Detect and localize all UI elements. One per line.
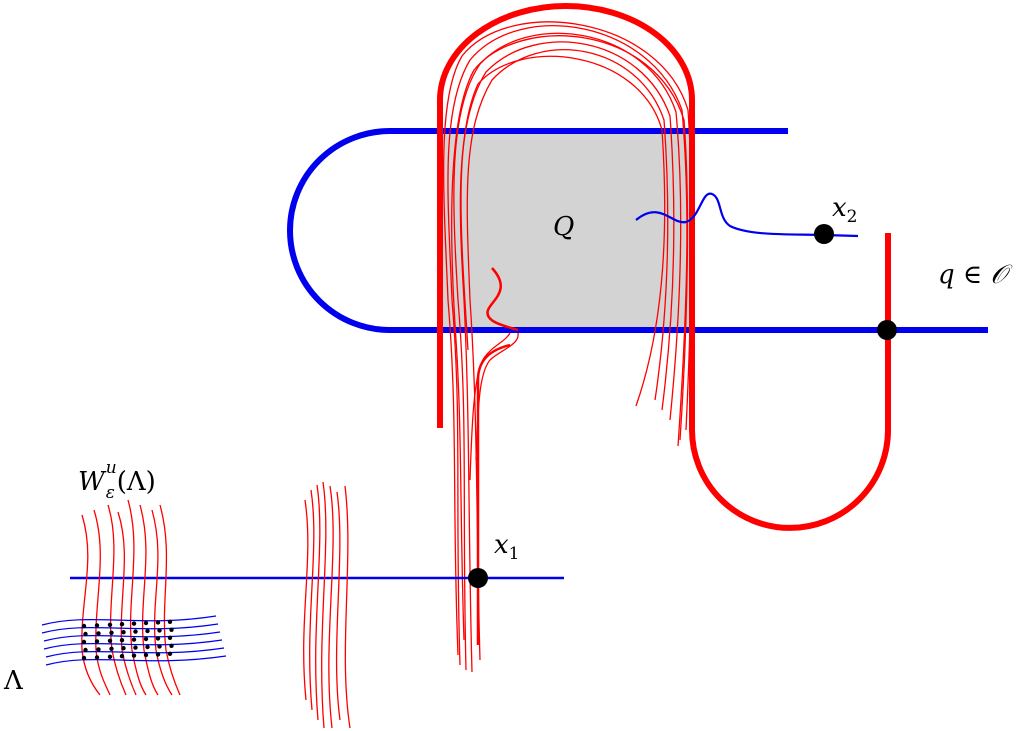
label-w-arg: (Λ) [116, 467, 156, 497]
lambda-grid-points [81, 619, 174, 661]
lambda-point [109, 646, 114, 651]
lambda-point [155, 652, 161, 657]
blue-horseshoe-arc [287, 128, 391, 333]
lambda-point [131, 621, 137, 626]
lambda-point [107, 654, 113, 659]
label-q-in-o-text: q ∈ 𝒪 [938, 260, 1007, 290]
lambda-point [157, 628, 162, 633]
red-lower-u [689, 233, 891, 531]
lambda-point [81, 655, 87, 661]
lambda-stable-fibers [41, 615, 227, 666]
point-q [877, 320, 897, 340]
lambda-point [133, 629, 138, 634]
label-x1: x1 [494, 532, 520, 563]
lambda-point [96, 631, 101, 636]
red-middle-bundle [303, 481, 351, 729]
label-w-base: W [78, 467, 105, 497]
lambda-point [169, 627, 174, 632]
label-x2-sub: 2 [846, 207, 858, 228]
point-x1 [468, 568, 488, 588]
label-x2: x2 [832, 195, 858, 226]
lambda-point [107, 638, 113, 643]
lambda-point [155, 636, 161, 641]
label-lambda: Λ [4, 668, 23, 694]
lambda-point [121, 646, 126, 651]
red-horseshoe-arch [437, 3, 695, 428]
label-w-sub: ε [105, 483, 115, 503]
lambda-point [131, 637, 137, 642]
lambda-point [119, 654, 125, 659]
lambda-point [83, 647, 88, 653]
lambda-point [119, 638, 125, 643]
lambda-point [96, 647, 101, 652]
lambda-point [107, 622, 113, 627]
lambda-point [94, 623, 100, 628]
lambda-point [169, 643, 174, 648]
lambda-point [143, 620, 149, 626]
label-q-region: Q [553, 214, 574, 240]
lambda-point [94, 639, 100, 644]
lambda-point [119, 622, 125, 627]
lambda-point [109, 630, 114, 635]
label-q-text: Q [553, 212, 575, 242]
lambda-point [143, 636, 149, 642]
lambda-point [81, 639, 87, 645]
lambda-point [133, 645, 138, 650]
lambda-point [145, 628, 150, 634]
unstable-manifold-fibers [81, 499, 181, 696]
lambda-point [131, 653, 137, 658]
label-w-sup: u [105, 458, 117, 478]
lambda-point [155, 620, 161, 625]
lambda-point [94, 655, 100, 660]
lambda-point [145, 644, 150, 650]
red-thin-fibers-arch [442, 21, 693, 673]
label-lambda-text: Λ [4, 666, 23, 696]
label-x2-base: x [832, 193, 847, 223]
lambda-point [81, 623, 87, 629]
label-x1-base: x [494, 530, 509, 560]
lambda-point [121, 630, 126, 635]
label-x1-sub: 1 [508, 544, 520, 565]
lambda-point [143, 652, 149, 658]
shaded-region-q [440, 131, 690, 330]
lambda-point [167, 635, 173, 640]
lambda-point [167, 619, 173, 624]
point-x2 [814, 224, 834, 244]
lambda-point [157, 644, 162, 649]
blue-curve-to-x2 [635, 192, 859, 238]
label-q-in-o: q ∈ 𝒪 [938, 262, 1007, 288]
red-curve-through-x1 [476, 343, 511, 645]
lambda-point [83, 631, 88, 637]
lambda-point [167, 651, 173, 656]
